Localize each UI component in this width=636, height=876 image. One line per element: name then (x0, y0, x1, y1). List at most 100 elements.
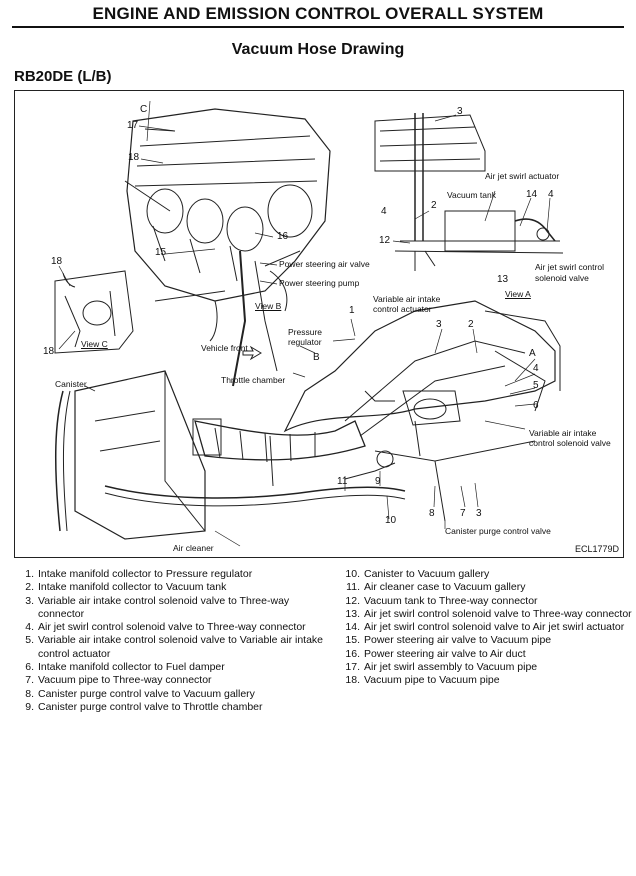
label-4-viewa-left: 4 (381, 206, 387, 217)
label-via-solenoid-line1: Variable air intake (529, 428, 597, 438)
label-ps-pump: Power steering pump (279, 278, 360, 288)
page-header: ENGINE AND EMISSION CONTROL OVERALL SYST… (12, 4, 624, 28)
label-13: 13 (497, 274, 509, 285)
legend-item-text: Variable air intake control solenoid val… (38, 594, 290, 620)
air-duct-drawing (192, 418, 366, 463)
label-10: 10 (385, 515, 397, 526)
legend-item-number: 8. (25, 687, 34, 700)
legend-item: 11. Air cleaner case to Vacuum gallery (342, 581, 632, 594)
legend-item-text: Variable air intake control solenoid val… (38, 634, 324, 660)
legend-item: 3. Variable air intake control solenoid v… (18, 595, 338, 622)
legend-item-text: Power steering air valve to Air duct (364, 647, 526, 660)
label-air-jet-swirl-actuator: Air jet swirl actuator (485, 171, 560, 181)
engine-model-label: RB20DE (L/B) (14, 68, 112, 85)
legend-item: 17. Air jet swirl assembly to Vacuum pipe (342, 661, 632, 674)
label-b: B (313, 352, 320, 363)
label-vehicle-front: Vehicle front (201, 343, 248, 353)
legend-item-number: 11. (346, 581, 360, 594)
legend-item-text: Air jet swirl control solenoid valve to … (38, 621, 306, 634)
label-air-cleaner: Air cleaner (173, 543, 214, 553)
label-pressure-regulator-line2: regulator (288, 337, 322, 347)
legend-item: 6. Intake manifold collector to Fuel damp… (18, 661, 338, 674)
legend-item-number: 3. (25, 594, 34, 607)
label-canister: Canister (55, 379, 87, 389)
label-view-a: View A (505, 289, 531, 299)
label-ps-air-valve: Power steering air valve (279, 259, 370, 269)
figure-code: ECL1779D (574, 544, 619, 554)
legend-item-number: 9. (25, 700, 34, 713)
label-3-viewa: 3 (457, 106, 463, 117)
legend-item: 10.Canister to Vacuum gallery (342, 568, 632, 581)
legend-item-number: 2. (25, 581, 34, 594)
label-2-main: 2 (468, 319, 474, 330)
label-11: 11 (337, 476, 348, 487)
label-8: 8 (429, 508, 435, 519)
label-throttle-chamber: Throttle chamber (221, 375, 286, 385)
label-ajs-solenoid-line2: solenoid valve (535, 273, 589, 283)
canister-drawing (54, 390, 406, 532)
label-a: A (529, 348, 536, 359)
legend-item-number: 16. (345, 647, 360, 660)
legend-item-text: Canister purge control valve to Vacuum g… (38, 687, 255, 700)
label-1: 1 (349, 305, 355, 316)
view-a-drawing (374, 113, 564, 271)
legend-item: 1. Intake manifold collector to Pressure … (18, 568, 338, 581)
legend-item-number: 13. (345, 607, 360, 620)
label-via-actuator-line1: Variable air intake (373, 294, 441, 304)
label-9: 9 (375, 476, 381, 487)
legend-item-text: Air jet swirl assembly to Vacuum pipe (364, 661, 538, 674)
legend-item-number: 17. (345, 661, 360, 674)
legend-item-number: 18. (345, 674, 360, 687)
label-pressure-regulator-line1: Pressure (288, 327, 323, 337)
label-12: 12 (379, 235, 391, 246)
legend-item-number: 12. (345, 594, 360, 607)
legend-item-text: Vacuum pipe to Three-way connector (38, 674, 212, 687)
legend-item-text: Intake manifold collector to Vacuum tank (38, 581, 227, 594)
label-c: C (140, 104, 148, 115)
legend-item: 12. Vacuum tank to Three-way connector (342, 595, 632, 608)
legend-item-number: 7. (25, 674, 34, 687)
legend-item-number: 4. (25, 621, 34, 634)
legend-item-text: Air cleaner case to Vacuum gallery (364, 581, 526, 594)
label-via-actuator-line2: control actuator (373, 304, 432, 314)
legend-right-column: 10.Canister to Vacuum gallery 11. Air cle… (342, 568, 632, 688)
label-18-top: 18 (128, 152, 140, 163)
legend-item-number: 10. (345, 568, 360, 580)
legend-item: 4. Air jet swirl control solenoid valve t… (18, 621, 338, 634)
label-3-main: 3 (436, 319, 442, 330)
label-17: 17 (127, 120, 139, 131)
legend-item-text: Air jet swirl control solenoid valve to … (364, 621, 625, 634)
label-canister-purge-valve: Canister purge control valve (445, 526, 551, 536)
legend-item: 14. Air jet swirl control solenoid valve … (342, 621, 632, 634)
legend-item-text: Vacuum tank to Three-way connector (364, 594, 538, 607)
section-title: Vacuum Hose Drawing (231, 41, 405, 58)
legend-item-number: 6. (25, 661, 34, 674)
legend-item-text: Air jet swirl control solenoid valve to … (364, 607, 632, 620)
engine-top-drawing (124, 108, 331, 387)
legend-item: 5.Variable air intake control solenoid v… (18, 634, 338, 661)
legend-item: 7. Vacuum pipe to Three-way connector (18, 674, 338, 687)
legend-item: 18.Vacuum pipe to Vacuum pipe (342, 674, 632, 687)
label-ajs-solenoid-line1: Air jet swirl control (535, 262, 604, 272)
legend-item: 16. Power steering air valve to Air duct (342, 648, 632, 661)
label-4-main: 4 (533, 363, 539, 374)
legend-item: 2. Intake manifold collector to Vacuum ta… (18, 581, 338, 594)
label-18-viewc-top: 18 (51, 256, 63, 267)
legend-item-text: Intake manifold collector to Pressure re… (38, 568, 253, 580)
label-15: 15 (155, 247, 167, 258)
legend-item-number: 1. (25, 568, 34, 580)
label-vacuum-tank: Vacuum tank (447, 190, 496, 200)
label-18-viewc-bottom: 18 (43, 346, 55, 357)
legend-item-text: Intake manifold collector to Fuel damper (38, 661, 225, 674)
air-cleaner-drawing (74, 370, 206, 540)
leader-lines (58, 100, 551, 547)
legend-item-number: 14. (345, 621, 360, 634)
legend-item: 9. Canister purge control valve to Thrott… (18, 701, 338, 714)
label-3-bottom: 3 (476, 508, 482, 519)
legend-item: 8. Canister purge control valve to Vacuum… (18, 688, 338, 701)
label-4-viewa-right: 4 (548, 189, 554, 200)
label-16: 16 (277, 231, 289, 242)
legend-item-text: Canister purge control valve to Throttle… (38, 700, 263, 713)
legend-item: 13. Air jet swirl control solenoid valve … (342, 608, 632, 621)
label-via-solenoid-line2: control solenoid valve (529, 438, 611, 448)
